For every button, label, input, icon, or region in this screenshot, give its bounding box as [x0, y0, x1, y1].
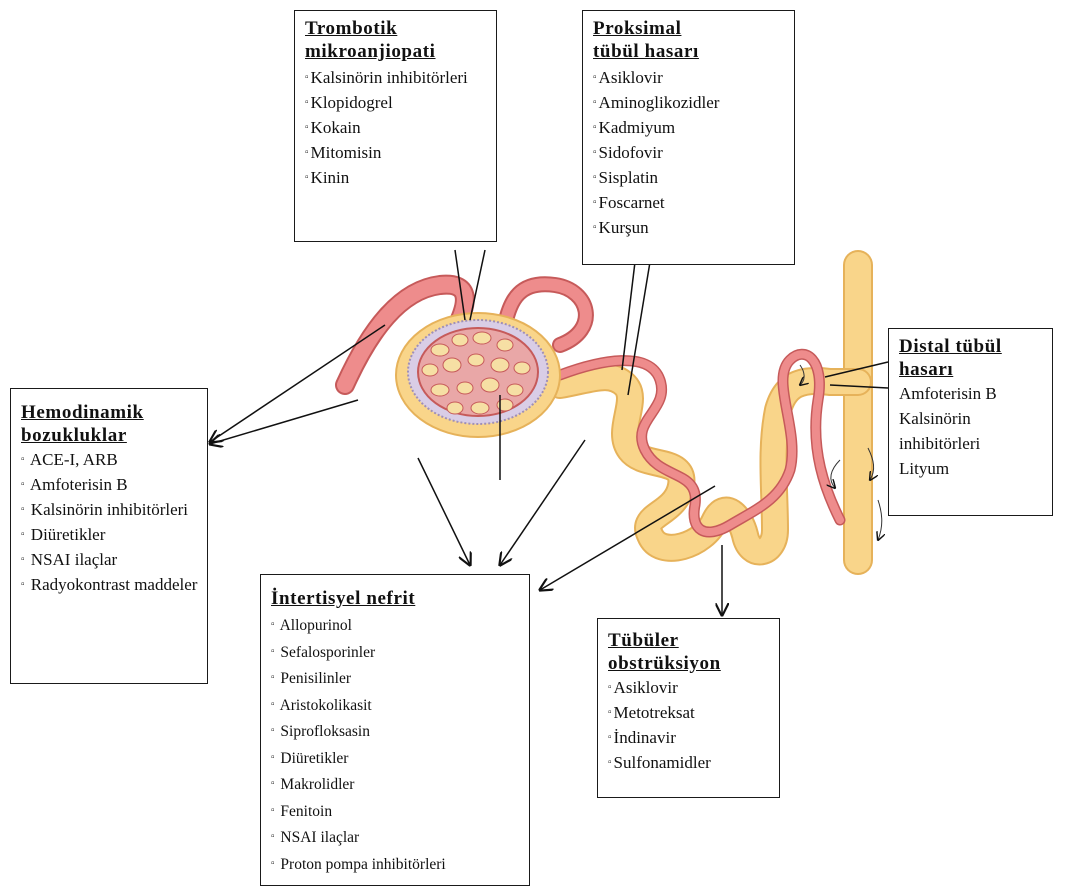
list-item: ▫ Sefalosporinler — [271, 639, 521, 666]
list-item: ▫Kurşun — [593, 215, 786, 240]
list-item: ▫ Amfoterisin B — [21, 472, 199, 497]
drug-list: ▫Asiklovir ▫Metotreksat ▫İndinavir ▫Sulf… — [608, 675, 771, 775]
list-item: ▫Metotreksat — [608, 700, 771, 725]
list-item: ▫ Kalsinörin inhibitörleri — [21, 497, 199, 522]
list-item: ▫ Diüretikler — [271, 745, 521, 772]
list-item: ▫ Allopurinol — [271, 612, 521, 639]
glomerulus — [396, 313, 560, 437]
list-item: ▫Sulfonamidler — [608, 750, 771, 775]
list-item: Kalsinörin inhibitörleri — [899, 406, 1044, 456]
list-item: ▫ ACE-I, ARB — [21, 447, 199, 472]
drug-list: ▫ Allopurinol ▫ Sefalosporinler ▫ Penisi… — [271, 612, 521, 877]
drug-list: Amfoterisin B Kalsinörin inhibitörleri L… — [899, 381, 1044, 481]
list-item: Lityum — [899, 456, 1044, 481]
box-intertisyel-nefrit: İntertisyel nefrit ▫ Allopurinol ▫ Sefal… — [260, 574, 530, 886]
list-item: ▫Kokain — [305, 115, 488, 140]
list-item: ▫ Siprofloksasin — [271, 718, 521, 745]
list-item: ▫Sidofovir — [593, 140, 786, 165]
list-item: ▫ Radyokontrast maddeler — [21, 572, 199, 597]
list-item: ▫ Fenitoin — [271, 798, 521, 825]
drug-list: ▫Kalsinörin inhibitörleri ▫Klopidogrel ▫… — [305, 65, 488, 190]
list-item: ▫Mitomisin — [305, 140, 488, 165]
list-item: ▫Klopidogrel — [305, 90, 488, 115]
list-item: ▫Sisplatin — [593, 165, 786, 190]
list-item: Amfoterisin B — [899, 381, 1044, 406]
list-item: ▫Kinin — [305, 165, 488, 190]
list-item: ▫ NSAI ilaçlar — [271, 824, 521, 851]
list-item: ▫İndinavir — [608, 725, 771, 750]
box-title: İntertisyel nefrit — [271, 587, 521, 610]
list-item: ▫ Makrolidler — [271, 771, 521, 798]
list-item: ▫Asiklovir — [593, 65, 786, 90]
list-item: ▫Asiklovir — [608, 675, 771, 700]
list-item: ▫ Diüretikler — [21, 522, 199, 547]
list-item: ▫ Aristokolikasit — [271, 692, 521, 719]
list-item: ▫ NSAI ilaçlar — [21, 547, 199, 572]
list-item: ▫Foscarnet — [593, 190, 786, 215]
list-item: ▫Kalsinörin inhibitörleri — [305, 65, 488, 90]
drug-list: ▫ ACE-I, ARB ▫ Amfoterisin B ▫ Kalsinöri… — [21, 447, 199, 597]
list-item: ▫ Proton pompa inhibitörleri — [271, 851, 521, 878]
list-item: ▫Kadmiyum — [593, 115, 786, 140]
list-item: ▫ Penisilinler — [271, 665, 521, 692]
drug-list: ▫Asiklovir ▫Aminoglikozidler ▫Kadmiyum ▫… — [593, 65, 786, 240]
list-item: ▫Aminoglikozidler — [593, 90, 786, 115]
